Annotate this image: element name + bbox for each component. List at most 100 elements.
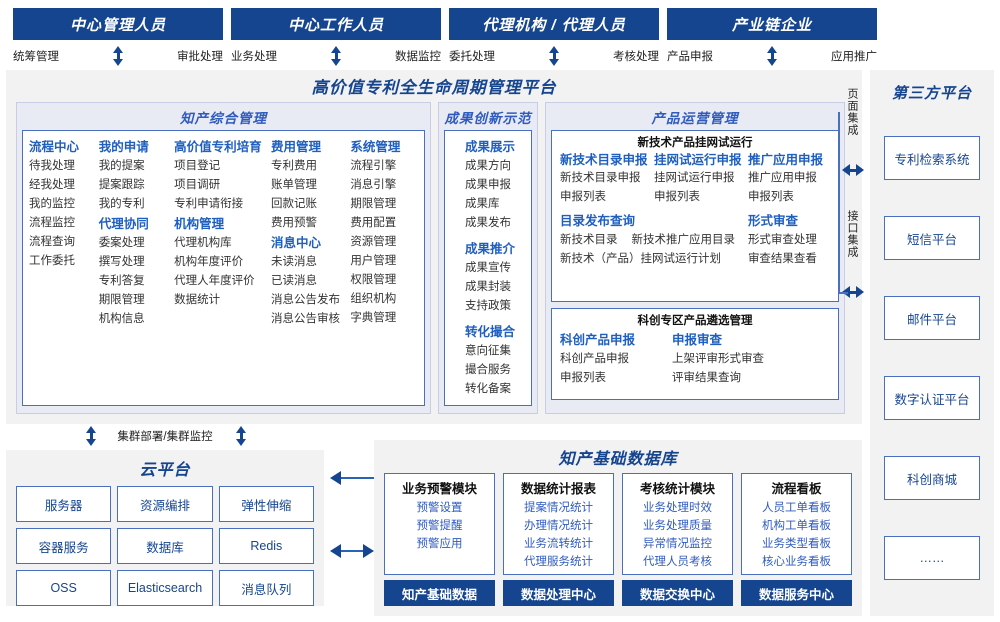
catalog-publish-head[interactable]: 目录发布查询 xyxy=(560,214,636,228)
ip-item-2-1-0[interactable]: 代理机构库 xyxy=(174,237,232,249)
innovation-item-0-3[interactable]: 成果发布 xyxy=(465,217,511,229)
db-module-item-2-2[interactable]: 异常情况监控 xyxy=(643,538,712,550)
innovation-item-0-1[interactable]: 成果申报 xyxy=(465,179,511,191)
cloud-cell-4[interactable]: 数据库 xyxy=(117,528,213,564)
ip-item-3-1-0[interactable]: 未读消息 xyxy=(270,256,317,268)
catalog-item-2[interactable]: 新技术（产品）挂网试运行计划 xyxy=(560,253,721,265)
third-party-item-1[interactable]: 短信平台 xyxy=(884,216,980,260)
ip-item-4-0-7[interactable]: 组织机构 xyxy=(350,293,397,305)
ip-item-4-0-2[interactable]: 期限管理 xyxy=(350,198,397,210)
db-center-2[interactable]: 数据交换中心 xyxy=(622,580,733,606)
trial-col-head-1[interactable]: 挂网试运行申报 xyxy=(653,153,742,167)
ip-item-1-1-4[interactable]: 机构信息 xyxy=(98,313,145,325)
ip-group-head-0-0[interactable]: 流程中心 xyxy=(29,140,80,154)
selection-head-0[interactable]: 科创产品申报 xyxy=(560,333,636,347)
ip-item-1-0-0[interactable]: 我的提案 xyxy=(98,160,145,172)
formal-review-head[interactable]: 形式审查 xyxy=(747,214,798,228)
innovation-item-2-0[interactable]: 意向征集 xyxy=(465,345,511,357)
cloud-cell-2[interactable]: 弹性伸缩 xyxy=(218,486,314,522)
cloud-cell-1[interactable]: 资源编排 xyxy=(117,486,213,522)
ip-item-4-0-1[interactable]: 消息引擎 xyxy=(350,179,397,191)
db-module-item-3-2[interactable]: 业务类型看板 xyxy=(762,538,831,550)
ip-item-3-0-3[interactable]: 费用预警 xyxy=(270,217,317,229)
ip-item-0-0-1[interactable]: 经我处理 xyxy=(29,179,75,191)
ip-group-head-2-0[interactable]: 高价值专利培育 xyxy=(174,140,262,154)
db-module-item-2-1[interactable]: 业务处理质量 xyxy=(643,520,712,532)
catalog-item-1[interactable]: 新技术推广应用目录 xyxy=(631,234,736,246)
ip-item-3-0-0[interactable]: 专利费用 xyxy=(270,160,317,172)
ip-item-1-1-1[interactable]: 撰写处理 xyxy=(98,256,145,268)
db-module-item-3-3[interactable]: 核心业务看板 xyxy=(762,556,831,568)
db-center-0[interactable]: 知产基础数据 xyxy=(384,580,495,606)
ip-item-3-0-2[interactable]: 回款记账 xyxy=(270,198,317,210)
ip-item-3-1-1[interactable]: 已读消息 xyxy=(270,275,317,287)
ip-group-head-4-0[interactable]: 系统管理 xyxy=(350,140,401,154)
ip-item-2-0-1[interactable]: 项目调研 xyxy=(174,179,221,191)
cloud-cell-0[interactable]: 服务器 xyxy=(16,486,112,522)
db-module-item-0-1[interactable]: 预警提醒 xyxy=(416,520,463,532)
ip-item-0-0-5[interactable]: 工作委托 xyxy=(29,255,75,267)
cloud-cell-5[interactable]: Redis xyxy=(218,528,314,564)
trial-col-item-2-1[interactable]: 申报列表 xyxy=(747,191,794,203)
selection-head-1[interactable]: 申报审查 xyxy=(672,333,723,347)
ip-group-head-1-0[interactable]: 我的申请 xyxy=(98,140,149,154)
db-module-item-3-0[interactable]: 人员工单看板 xyxy=(762,502,831,514)
formal-review-item-0[interactable]: 形式审查处理 xyxy=(747,234,817,246)
db-module-item-1-3[interactable]: 代理服务统计 xyxy=(524,556,593,568)
selection-item-1-0[interactable]: 上架评审形式审查 xyxy=(672,353,764,365)
ip-item-2-0-2[interactable]: 专利申请衔接 xyxy=(174,198,244,210)
ip-item-2-0-0[interactable]: 项目登记 xyxy=(174,160,221,172)
trial-col-item-0-1[interactable]: 申报列表 xyxy=(560,191,606,203)
db-center-3[interactable]: 数据服务中心 xyxy=(741,580,852,606)
cloud-cell-7[interactable]: Elasticsearch xyxy=(117,570,213,606)
innovation-item-1-2[interactable]: 支持政策 xyxy=(465,300,511,312)
innovation-item-0-2[interactable]: 成果库 xyxy=(465,198,500,210)
db-module-item-2-3[interactable]: 代理人员考核 xyxy=(643,556,712,568)
cloud-cell-8[interactable]: 消息队列 xyxy=(218,570,314,606)
ip-group-head-2-1[interactable]: 机构管理 xyxy=(174,217,225,231)
ip-item-0-0-3[interactable]: 流程监控 xyxy=(29,217,75,229)
cloud-cell-6[interactable]: OSS xyxy=(16,570,112,606)
ip-item-4-0-0[interactable]: 流程引擎 xyxy=(350,160,397,172)
db-module-item-2-0[interactable]: 业务处理时效 xyxy=(643,502,712,514)
innovation-head-2[interactable]: 转化撮合 xyxy=(465,325,516,339)
third-party-item-2[interactable]: 邮件平台 xyxy=(884,296,980,340)
db-center-1[interactable]: 数据处理中心 xyxy=(503,580,614,606)
ip-item-3-1-3[interactable]: 消息公告审核 xyxy=(270,313,340,325)
innovation-item-1-0[interactable]: 成果宣传 xyxy=(465,262,511,274)
third-party-item-5[interactable]: …… xyxy=(884,536,980,580)
innovation-item-2-2[interactable]: 转化备案 xyxy=(465,383,511,395)
catalog-item-0[interactable]: 新技术目录 xyxy=(560,234,618,246)
trial-col-item-2-0[interactable]: 推广应用申报 xyxy=(747,172,817,184)
ip-item-1-0-2[interactable]: 我的专利 xyxy=(98,198,145,210)
ip-item-4-0-4[interactable]: 资源管理 xyxy=(350,236,397,248)
third-party-item-0[interactable]: 专利检索系统 xyxy=(884,136,980,180)
innovation-head-1[interactable]: 成果推介 xyxy=(465,242,516,256)
innovation-item-1-1[interactable]: 成果封装 xyxy=(465,281,511,293)
ip-item-2-1-2[interactable]: 代理人年度评价 xyxy=(174,275,255,287)
selection-item-1-1[interactable]: 评审结果查询 xyxy=(672,372,741,384)
ip-group-head-3-0[interactable]: 费用管理 xyxy=(270,140,321,154)
ip-item-2-1-1[interactable]: 机构年度评价 xyxy=(174,256,244,268)
ip-item-2-1-3[interactable]: 数据统计 xyxy=(174,294,221,306)
trial-col-item-1-0[interactable]: 挂网试运行申报 xyxy=(653,172,735,184)
trial-col-head-2[interactable]: 推广应用申报 xyxy=(747,153,823,167)
ip-item-1-1-3[interactable]: 期限管理 xyxy=(98,294,145,306)
third-party-item-4[interactable]: 科创商城 xyxy=(884,456,980,500)
cloud-cell-3[interactable]: 容器服务 xyxy=(16,528,112,564)
formal-review-item-1[interactable]: 审查结果查看 xyxy=(747,253,817,265)
ip-item-3-1-2[interactable]: 消息公告发布 xyxy=(270,294,340,306)
ip-item-1-0-1[interactable]: 提案跟踪 xyxy=(98,179,145,191)
innovation-item-0-0[interactable]: 成果方向 xyxy=(465,160,511,172)
third-party-item-3[interactable]: 数字认证平台 xyxy=(884,376,980,420)
innovation-item-2-1[interactable]: 撮合服务 xyxy=(465,364,511,376)
ip-group-head-1-1[interactable]: 代理协同 xyxy=(98,217,149,231)
trial-col-item-0-0[interactable]: 新技术目录申报 xyxy=(560,172,641,184)
db-module-item-1-0[interactable]: 提案情况统计 xyxy=(524,502,593,514)
ip-item-4-0-8[interactable]: 字典管理 xyxy=(350,312,397,324)
ip-item-1-1-0[interactable]: 委案处理 xyxy=(98,237,145,249)
ip-item-0-0-2[interactable]: 我的监控 xyxy=(29,198,75,210)
trial-col-item-1-1[interactable]: 申报列表 xyxy=(653,191,700,203)
trial-col-head-0[interactable]: 新技术目录申报 xyxy=(560,153,648,167)
ip-item-3-0-1[interactable]: 账单管理 xyxy=(270,179,317,191)
